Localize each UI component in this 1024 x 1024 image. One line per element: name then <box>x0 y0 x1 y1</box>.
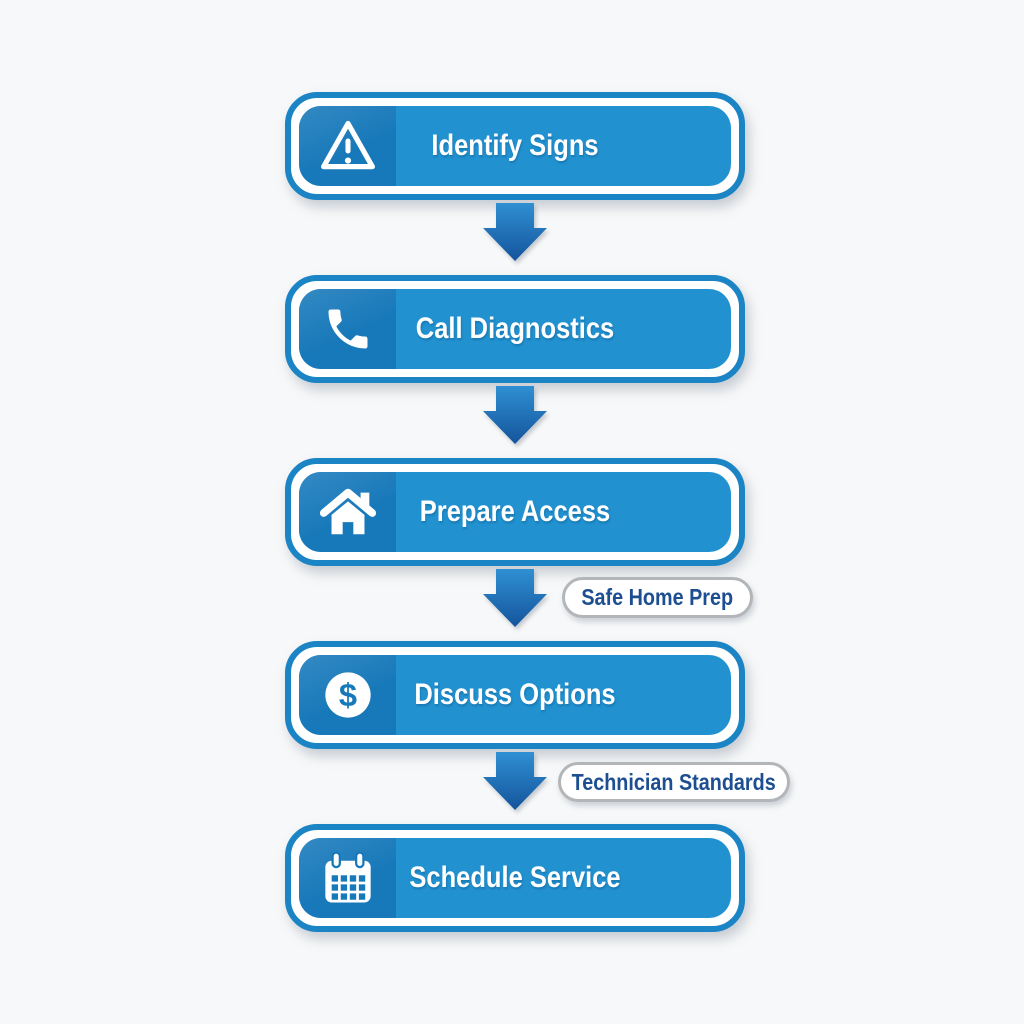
phone-icon <box>327 309 367 349</box>
icon-section <box>299 289 396 369</box>
icon-section <box>299 472 396 552</box>
step-label: Schedule Service <box>409 861 621 894</box>
annotation-safe-home-prep: Safe Home Prep <box>562 577 753 618</box>
step-label: Prepare Access <box>419 495 611 528</box>
house-icon <box>319 488 376 535</box>
annotation-label: Safe Home Prep <box>581 584 734 610</box>
step-label: Discuss Options <box>414 678 616 711</box>
step-label: Call Diagnostics <box>415 312 615 345</box>
step-inner: Call Diagnostics <box>299 289 731 369</box>
step-prepare-access: Prepare Access <box>285 458 745 566</box>
step-identify-signs: Identify Signs <box>285 92 745 200</box>
annotation-technician-standards: Technician Standards <box>558 762 790 802</box>
step-discuss-options: $ Discuss Options <box>285 641 745 749</box>
step-inner: $ Discuss Options <box>299 655 731 735</box>
step-inner: Schedule Service <box>299 838 731 918</box>
down-arrow-icon <box>483 203 547 261</box>
calendar-icon <box>324 851 371 903</box>
svg-text:$: $ <box>338 676 356 713</box>
down-arrow-icon <box>483 386 547 444</box>
icon-section <box>299 106 396 186</box>
annotation-label: Technician Standards <box>571 768 777 795</box>
step-inner: Prepare Access <box>299 472 731 552</box>
icon-section <box>299 838 396 918</box>
step-schedule-service: Schedule Service <box>285 824 745 932</box>
down-arrow-icon <box>483 752 547 810</box>
step-label: Identify Signs <box>431 129 599 162</box>
dollar-circle-icon: $ <box>324 672 371 718</box>
warning-triangle-icon <box>320 120 375 170</box>
down-arrow-icon <box>483 569 547 627</box>
icon-section: $ <box>299 655 396 735</box>
step-inner: Identify Signs <box>299 106 731 186</box>
step-call-diagnostics: Call Diagnostics <box>285 275 745 383</box>
